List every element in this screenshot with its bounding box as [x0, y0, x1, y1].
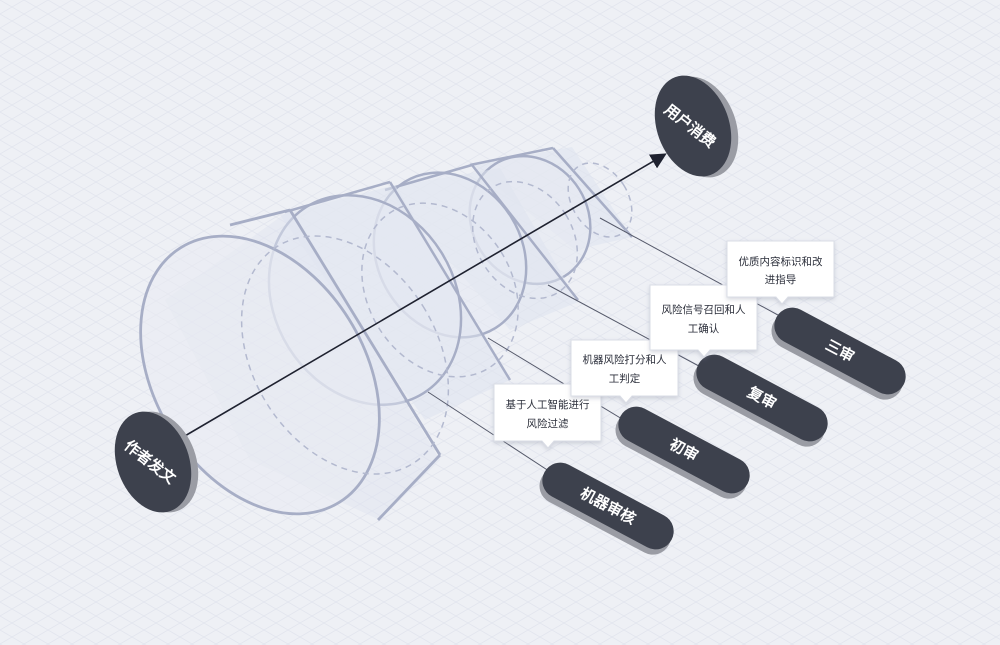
stage-pill-first-review: 初审	[615, 406, 750, 499]
connector-line	[427, 391, 556, 476]
callout-second-review: 风险信号召回和人 工确认	[649, 284, 758, 358]
end-node: 用户消费	[654, 75, 739, 178]
callout-line-2: 进指导	[765, 273, 797, 286]
connector-line	[547, 284, 711, 373]
callout-line-1: 基于人工智能进行	[506, 398, 590, 411]
connectors	[427, 217, 788, 476]
funnel-segment-1	[139, 208, 450, 521]
start-node: 作者发文	[114, 411, 199, 513]
stage-pill-third-review: 三审	[771, 307, 906, 400]
callout-third-review: 优质内容标识和改 进指导	[726, 240, 835, 305]
connector-line	[487, 337, 633, 426]
callout-line-2: 工确认	[688, 322, 720, 335]
stage-pill-second-review: 复审	[693, 354, 828, 447]
callout-line-2: 工判定	[609, 372, 641, 385]
callout-line-1: 风险信号召回和人	[662, 303, 746, 316]
callout-machine-review: 基于人工智能进行 风险过滤	[493, 383, 602, 449]
callout-line-1: 优质内容标识和改	[739, 255, 823, 268]
callout-line-2: 风险过滤	[527, 417, 569, 430]
callout-line-1: 机器风险打分和人	[583, 353, 667, 366]
flow-arrow	[177, 153, 667, 441]
callout-first-review: 机器风险打分和人 工判定	[570, 339, 679, 404]
